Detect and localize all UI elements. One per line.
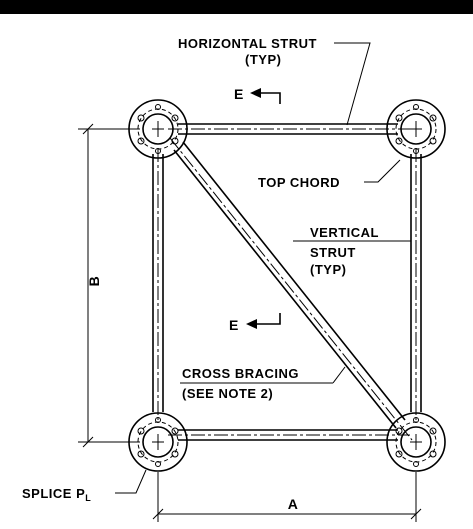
vertical-strut-right (410, 148, 422, 420)
vertical-strut-left (152, 148, 164, 420)
horizontal-strut-top (168, 123, 410, 135)
horizontal-strut-label: HORIZONTAL STRUT (178, 36, 317, 51)
splice-plate-text: SPLICE P (22, 486, 85, 501)
vertical-strut-label: VERTICAL (310, 225, 379, 240)
section-e-top-arrow (250, 88, 281, 104)
dimension-a (152, 472, 422, 522)
cross-bracing-leader (332, 366, 346, 384)
section-e-mid-label: E (229, 317, 239, 333)
section-e-top-label: E (234, 86, 244, 102)
top-border-bar (0, 0, 473, 14)
dim-a-label: A (288, 496, 299, 512)
section-e-mid-arrow (246, 313, 281, 329)
cross-bracing-member (169, 137, 413, 441)
cross-bracing-label: CROSS BRACING (182, 366, 299, 381)
vertical-strut-label-2: STRUT (310, 245, 356, 260)
horizontal-strut-typ: (TYP) (245, 52, 281, 67)
vertical-strut-typ: (TYP) (310, 262, 346, 277)
horizontal-strut-bottom (168, 429, 410, 441)
splice-plate-label: SPLICE PL (22, 486, 91, 503)
top-chord-leader (364, 159, 401, 183)
splice-plate-leader (115, 469, 147, 494)
splice-plate-subscript: L (85, 493, 91, 503)
dimension-b (78, 123, 140, 448)
dim-b-label: B (86, 276, 102, 287)
top-chord-label: TOP CHORD (258, 175, 340, 190)
horizontal-strut-leader (334, 42, 371, 126)
chord-node-bottom-right (386, 412, 446, 472)
see-note-label: (SEE NOTE 2) (182, 386, 273, 401)
chord-node-top-right (386, 99, 446, 159)
